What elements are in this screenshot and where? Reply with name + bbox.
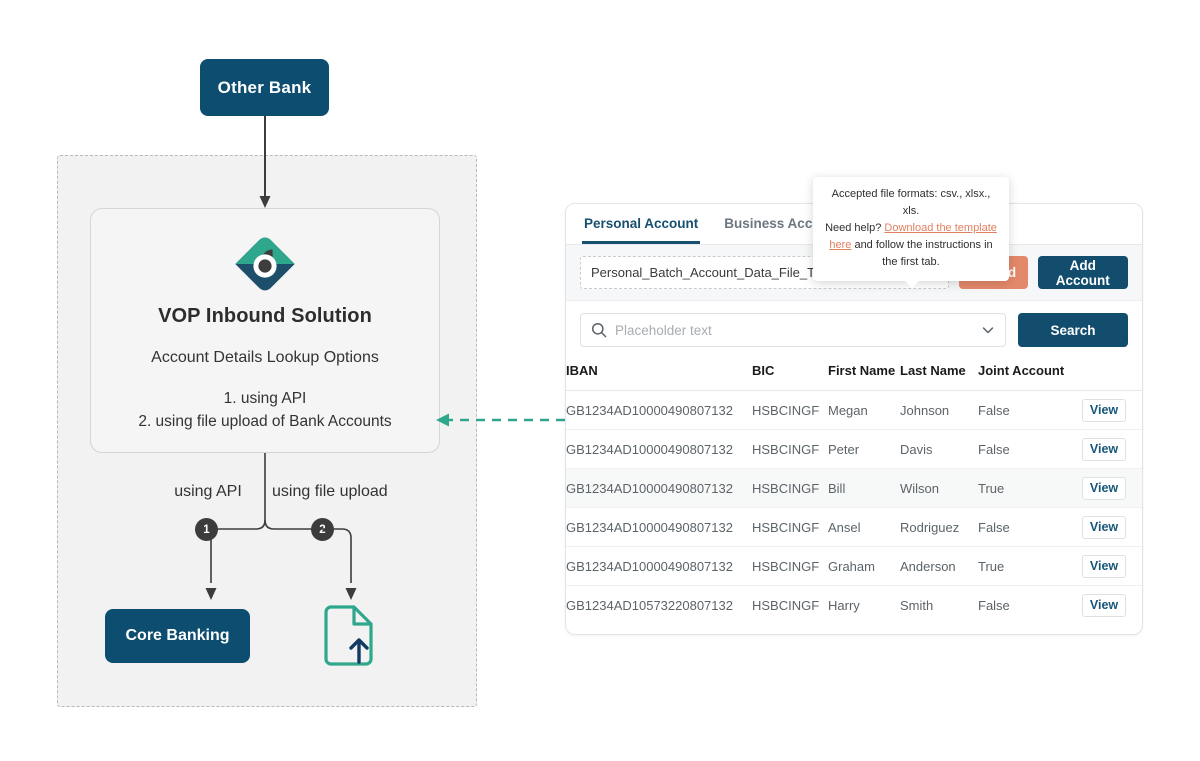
table-row[interactable]: GB1234AD10573220807132 HSBCINGF Harry Smith…: [566, 586, 1142, 625]
add-account-button[interactable]: Add Account: [1037, 256, 1128, 289]
view-button[interactable]: View: [1082, 437, 1126, 461]
vop-solution-card: VOP Inbound Solution Account Details Loo…: [90, 208, 440, 453]
view-button[interactable]: View: [1082, 476, 1126, 500]
cell-joint-account: False: [978, 429, 1082, 469]
step-badge-2-label: 2: [319, 523, 326, 536]
search-placeholder: Placeholder text: [615, 322, 712, 338]
cell-iban: GB1234AD10000490807132: [566, 429, 752, 469]
branch-label-api: using API: [174, 483, 242, 500]
cell-bic: HSBCINGF: [752, 390, 828, 430]
cell-action: View: [1082, 429, 1142, 469]
file-format-tooltip: Accepted file formats: csv., xlsx., xls.…: [813, 177, 1009, 289]
cell-joint-account: False: [978, 507, 1082, 547]
cell-first-name: Peter: [828, 429, 900, 469]
cell-first-name: Megan: [828, 390, 900, 430]
view-button[interactable]: View: [1082, 593, 1126, 617]
search-button[interactable]: Search: [1018, 313, 1128, 347]
cell-first-name: Graham: [828, 546, 900, 586]
cell-joint-account: False: [978, 597, 1010, 613]
uploaded-file-name: Personal_Batch_Account_Data_File_Templat…: [591, 265, 883, 280]
accounts-panel: Personal Account Business Account Person…: [565, 203, 1143, 635]
search-row: Placeholder text Search: [566, 301, 1142, 359]
cell-iban: GB1234AD10000490807132: [566, 546, 752, 586]
tab-business-account[interactable]: Business Account: [724, 216, 842, 231]
other-bank-node: Other Bank: [200, 59, 329, 116]
cell-last-name: Wilson: [900, 468, 978, 508]
cell-action: View: [1082, 507, 1142, 547]
cell-joint-account: True: [978, 468, 1082, 508]
cell-joint-account: False: [978, 390, 1082, 430]
accounts-table: IBAN BIC First Name Last Name Joint Acco…: [566, 359, 1142, 625]
cell-iban: GB1234AD10000490807132: [566, 507, 752, 547]
cell-action: View: [1082, 390, 1142, 430]
download-template-link[interactable]: Download the template here: [829, 222, 997, 252]
search-icon: [591, 322, 607, 338]
cell-last-name: Johnson: [900, 390, 978, 430]
cell-bic: HSBCINGF: [752, 507, 828, 547]
step-badge-2: 2: [311, 518, 334, 541]
cell-bic: HSBCINGF: [752, 468, 828, 508]
cell-bic: HSBCINGF: [752, 429, 828, 469]
cell-action: View: [1082, 468, 1142, 508]
cell-iban: GB1234AD10000490807132: [566, 468, 752, 508]
table-header-row: IBAN BIC First Name Last Name Joint Acco…: [566, 359, 1142, 391]
cell-first-name: Harry: [828, 597, 860, 613]
cell-iban: GB1234AD10573220807132: [566, 597, 733, 613]
column-header-iban: IBAN: [566, 359, 752, 391]
vop-logo-icon: [234, 233, 296, 295]
cell-first-name: Ansel: [828, 507, 900, 547]
column-header-actions: [1082, 359, 1142, 391]
cell-action: View: [1082, 546, 1142, 586]
card-subtitle: Account Details Lookup Options: [151, 349, 379, 366]
tab-personal-account[interactable]: Personal Account: [582, 204, 701, 244]
tooltip-line-2-post: and follow the instructions in the first…: [851, 239, 993, 269]
core-banking-label: Core Banking: [125, 627, 230, 644]
tooltip-line-1: Accepted file formats: csv., xlsx., xls.: [831, 188, 991, 218]
cell-bic: HSBCINGF: [752, 597, 820, 613]
step-badge-1: 1: [195, 518, 218, 541]
column-header-first-name: First Name: [828, 359, 900, 391]
cell-bic: HSBCINGF: [752, 546, 828, 586]
core-banking-node: Core Banking: [105, 609, 250, 663]
cell-last-name: Smith: [900, 597, 934, 613]
cell-last-name: Davis: [900, 429, 978, 469]
view-button[interactable]: View: [1082, 554, 1126, 578]
view-button[interactable]: View: [1082, 398, 1126, 422]
cell-action: View: [1082, 586, 1142, 625]
cell-joint-account: True: [978, 546, 1082, 586]
file-upload-icon: [321, 605, 381, 667]
column-header-joint-account: Joint Account: [978, 359, 1082, 391]
card-option-2: 2. using file upload of Bank Accounts: [138, 413, 392, 430]
cell-first-name: Bill: [828, 468, 900, 508]
card-option-1: 1. using API: [223, 390, 307, 407]
column-header-last-name: Last Name: [900, 359, 978, 391]
view-button[interactable]: View: [1082, 515, 1126, 539]
other-bank-label: Other Bank: [217, 77, 312, 97]
search-input[interactable]: Placeholder text: [580, 313, 1006, 347]
cell-last-name: Rodriguez: [900, 507, 978, 547]
step-badge-1-label: 1: [203, 523, 210, 536]
cell-last-name: Anderson: [900, 546, 978, 586]
chevron-down-icon[interactable]: [981, 323, 995, 337]
cell-iban: GB1234AD10000490807132: [566, 390, 752, 430]
column-header-bic: BIC: [752, 359, 828, 391]
card-title: VOP Inbound Solution: [158, 305, 372, 327]
tooltip-line-2-pre: Need help?: [825, 222, 885, 235]
branch-label-file-upload: using file upload: [272, 483, 388, 500]
